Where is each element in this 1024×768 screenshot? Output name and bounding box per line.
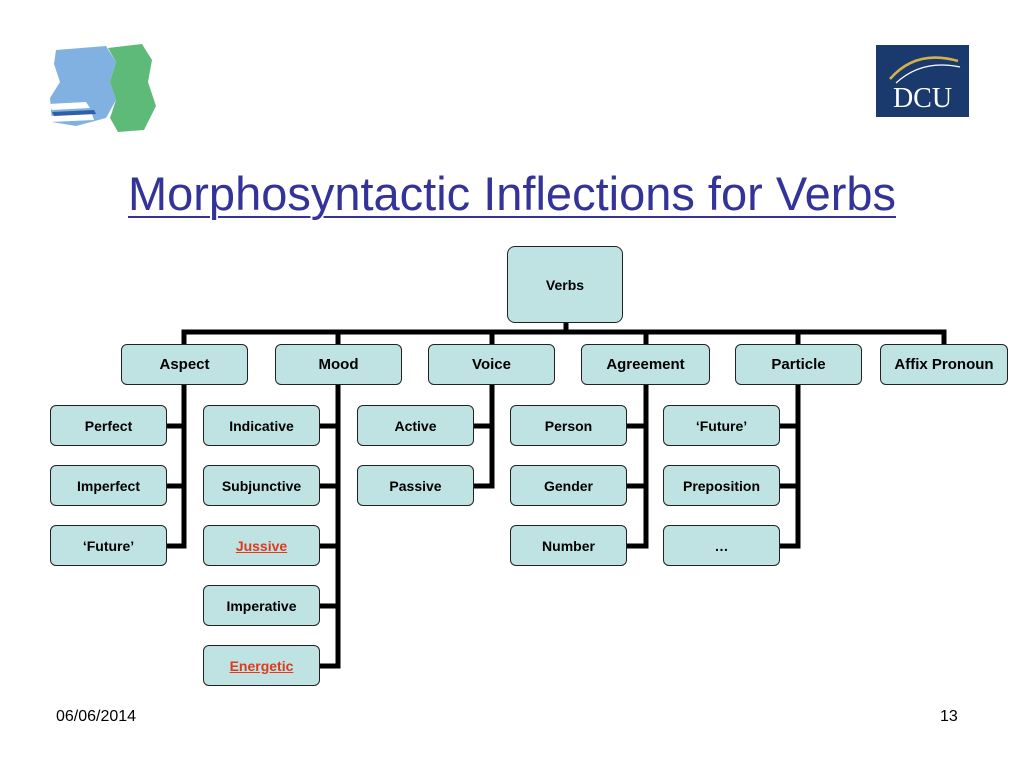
node-label: Preposition [682,477,760,494]
node-label: Person [544,417,593,434]
node-active: Active [357,405,474,446]
node-preposition: Preposition [663,465,780,506]
node-number: Number [510,525,627,566]
node-voice: Voice [428,344,555,385]
node-label: ‘Future’ [695,417,748,434]
node-particle: Particle [735,344,862,385]
node-label: ‘Future’ [82,537,135,554]
node-label: Imperfect [76,477,141,494]
node-perfect: Perfect [50,405,167,446]
node-label: Perfect [84,417,133,434]
dcu-logo: DCU [876,45,969,117]
slide-title: Morphosyntactic Inflections for Verbs [127,167,897,220]
node-mood: Mood [275,344,402,385]
node-particle-future: ‘Future’ [663,405,780,446]
node-label: Passive [389,477,442,494]
node-label: Particle [771,356,826,373]
node-agreement: Agreement [581,344,710,385]
node-label: Jussive [235,537,288,554]
node-label: Active [394,417,437,434]
slide-date: 06/06/2014 [56,708,137,725]
node-imperfect: Imperfect [50,465,167,506]
node-aspect-future: ‘Future’ [50,525,167,566]
node-passive: Passive [357,465,474,506]
node-label: Gender [543,477,593,494]
node-label: Subjunctive [221,477,302,494]
node-label: Mood [318,356,359,373]
node-label: Affix Pronoun [894,356,994,373]
node-energetic: Energetic [203,645,320,686]
dcu-logo-icon: DCU [876,45,969,117]
node-gender: Gender [510,465,627,506]
node-subjunctive: Subjunctive [203,465,320,506]
node-indicative: Indicative [203,405,320,446]
node-label: Voice [472,356,511,373]
node-jussive: Jussive [203,525,320,566]
node-label: Agreement [606,356,685,373]
node-label: Number [542,537,595,554]
node-person: Person [510,405,627,446]
dcu-logo-text: DCU [893,83,952,114]
slide-page-number: 13 [940,708,958,725]
map-logo-icon [48,44,156,132]
node-aspect: Aspect [121,344,248,385]
node-label: Imperative [226,597,297,614]
node-label: … [714,537,729,554]
node-verbs: Verbs [507,246,623,323]
node-ellipsis: … [663,525,780,566]
node-label: Verbs [545,276,585,293]
node-imperative: Imperative [203,585,320,626]
node-affix-pronoun: Affix Pronoun [880,344,1008,385]
node-label: Energetic [229,657,294,674]
node-label: Aspect [159,356,210,373]
node-label: Indicative [229,417,294,434]
